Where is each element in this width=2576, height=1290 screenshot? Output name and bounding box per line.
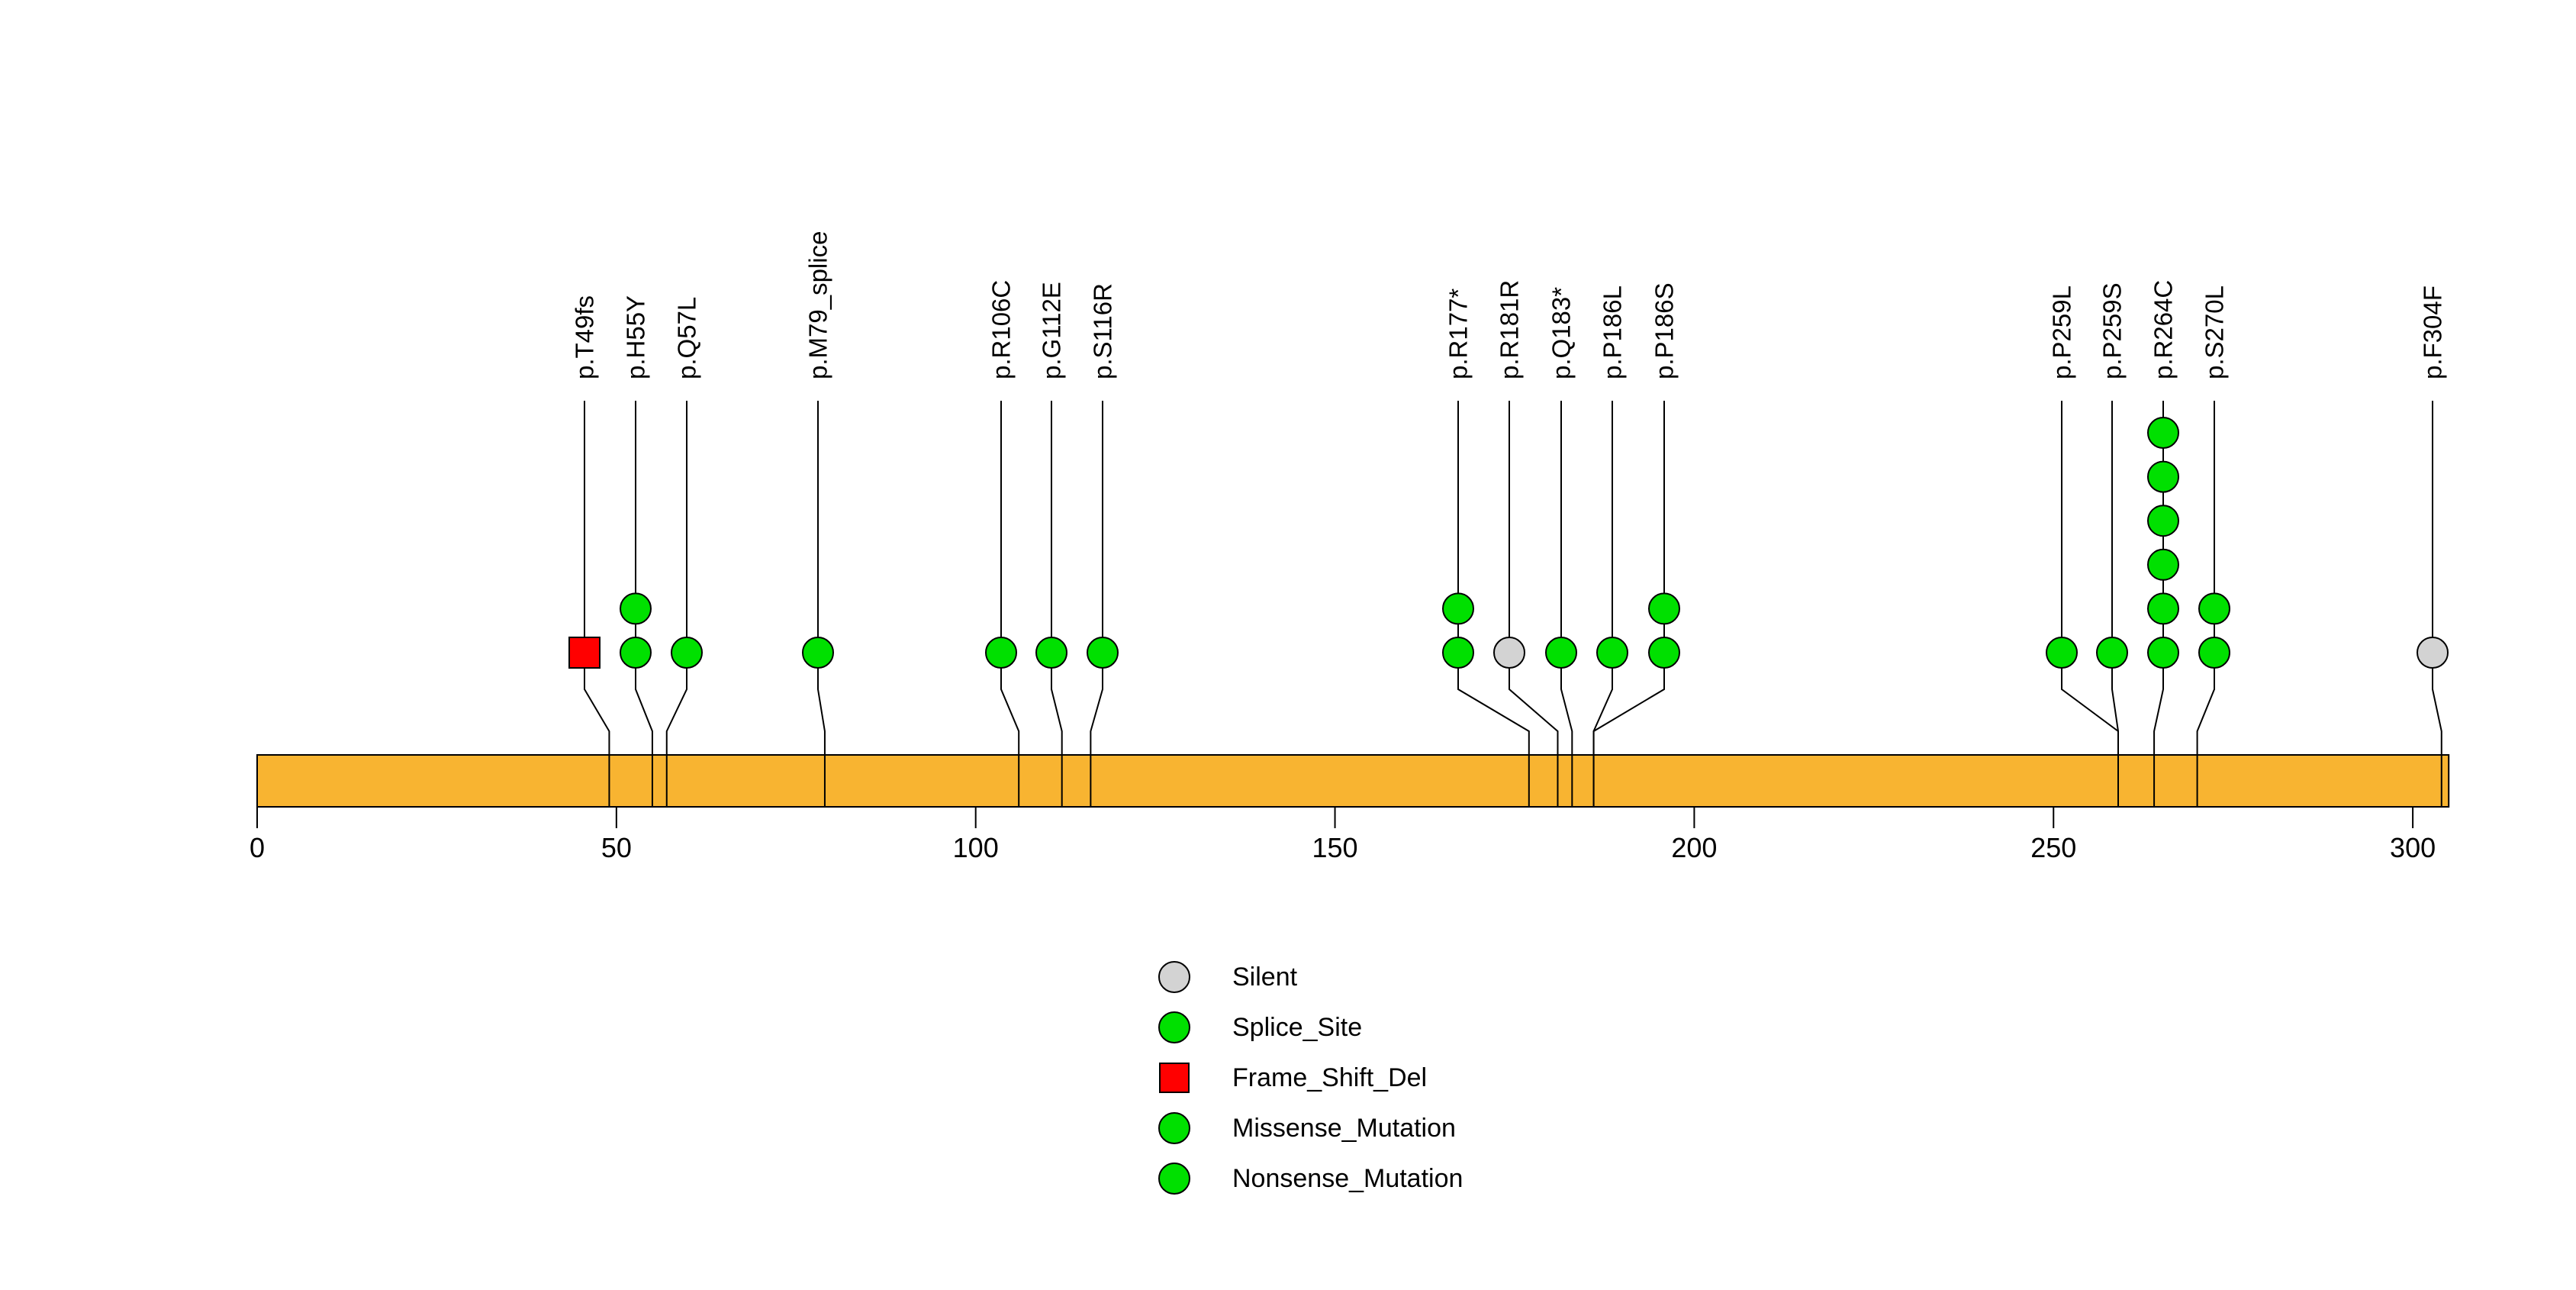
mutation-stem <box>1592 401 1613 807</box>
mutation-stem <box>817 401 826 807</box>
mutation-marker <box>2147 460 2179 493</box>
mutation-marker <box>620 592 652 625</box>
legend-marker <box>1158 961 1190 993</box>
mutation-label: p.R181R <box>1496 280 1524 379</box>
mutation-marker <box>2147 592 2179 625</box>
mutation-marker <box>620 637 652 669</box>
mutation-marker <box>1035 637 1067 669</box>
mutation-marker <box>2096 637 2128 669</box>
mutation-label: p.M79_splice <box>804 231 832 379</box>
legend-marker <box>1158 1163 1190 1195</box>
protein-bar <box>256 754 2450 808</box>
mutation-label: p.P259L <box>2048 285 2076 379</box>
axis-tick-label: 50 <box>601 832 632 863</box>
mutation-label: p.Q183* <box>1547 287 1576 379</box>
mutation-marker <box>671 637 703 669</box>
mutation-marker <box>1442 637 1474 669</box>
mutation-label: p.F304F <box>2419 285 2447 379</box>
mutation-label: p.R177* <box>1444 289 1473 379</box>
mutation-marker <box>1648 637 1680 669</box>
mutation-marker <box>1493 637 1525 669</box>
legend-label: Nonsense_Mutation <box>1232 1164 1463 1193</box>
mutation-stem <box>665 401 687 807</box>
mutation-stem <box>1000 401 1020 807</box>
mutation-label: p.G112E <box>1038 282 1066 379</box>
mutation-stem <box>1560 401 1573 807</box>
mutation-marker <box>2147 417 2179 449</box>
legend-marker <box>1158 1011 1190 1043</box>
mutation-marker <box>2147 548 2179 581</box>
mutation-stem <box>2196 401 2215 807</box>
mutation-marker <box>2046 637 2078 669</box>
axis-tick-label: 250 <box>2030 832 2076 863</box>
mutation-label: p.S116R <box>1089 283 1117 379</box>
mutation-stem <box>635 401 653 807</box>
mutation-marker <box>1087 637 1119 669</box>
mutation-label: p.T49fs <box>571 295 599 379</box>
legend-marker <box>1159 1063 1190 1093</box>
mutation-stem <box>1090 401 1103 807</box>
mutation-marker <box>2147 505 2179 537</box>
mutation-marker <box>802 637 834 669</box>
mutation-label: p.H55Y <box>622 295 650 379</box>
mutation-marker <box>2198 637 2230 669</box>
mutation-marker <box>1648 592 1680 625</box>
mutation-marker <box>985 637 1017 669</box>
mutation-stem <box>1592 401 1665 807</box>
mutation-label: p.Q57L <box>673 297 701 379</box>
mutation-marker <box>1442 592 1474 625</box>
mutation-label: p.P186L <box>1599 285 1627 379</box>
mutation-marker <box>1596 637 1628 669</box>
mutation-marker <box>2147 637 2179 669</box>
mutation-stem <box>2061 401 2119 807</box>
mutation-stem <box>2111 401 2119 807</box>
mutation-marker <box>2417 637 2449 669</box>
mutation-label: p.P259S <box>2098 282 2127 379</box>
mutation-stem <box>1457 401 1530 807</box>
mutation-label: p.R264C <box>2149 280 2178 379</box>
legend-label: Splice_Site <box>1232 1013 1362 1042</box>
axis-tick-label: 0 <box>250 832 265 863</box>
mutation-stem <box>2432 401 2442 807</box>
legend-label: Frame_Shift_Del <box>1232 1063 1427 1092</box>
mutation-marker <box>1545 637 1577 669</box>
mutation-stem <box>1051 401 1063 807</box>
legend-label: Silent <box>1232 963 1298 992</box>
mutation-label: p.R106C <box>987 280 1016 379</box>
mutation-stem <box>584 401 610 807</box>
mutation-label: p.S270L <box>2201 285 2229 379</box>
mutation-stem <box>2153 401 2164 807</box>
axis-tick-label: 300 <box>2390 832 2436 863</box>
legend-marker <box>1158 1112 1190 1144</box>
axis-tick-label: 200 <box>1671 832 1717 863</box>
mutation-stem <box>1509 401 1559 807</box>
mutation-marker <box>2198 592 2230 625</box>
mutation-label: p.P186S <box>1650 282 1679 379</box>
legend-label: Missense_Mutation <box>1232 1114 1456 1143</box>
axis-tick-label: 100 <box>953 832 999 863</box>
axis-tick-label: 150 <box>1312 832 1358 863</box>
mutation-marker <box>568 637 601 669</box>
